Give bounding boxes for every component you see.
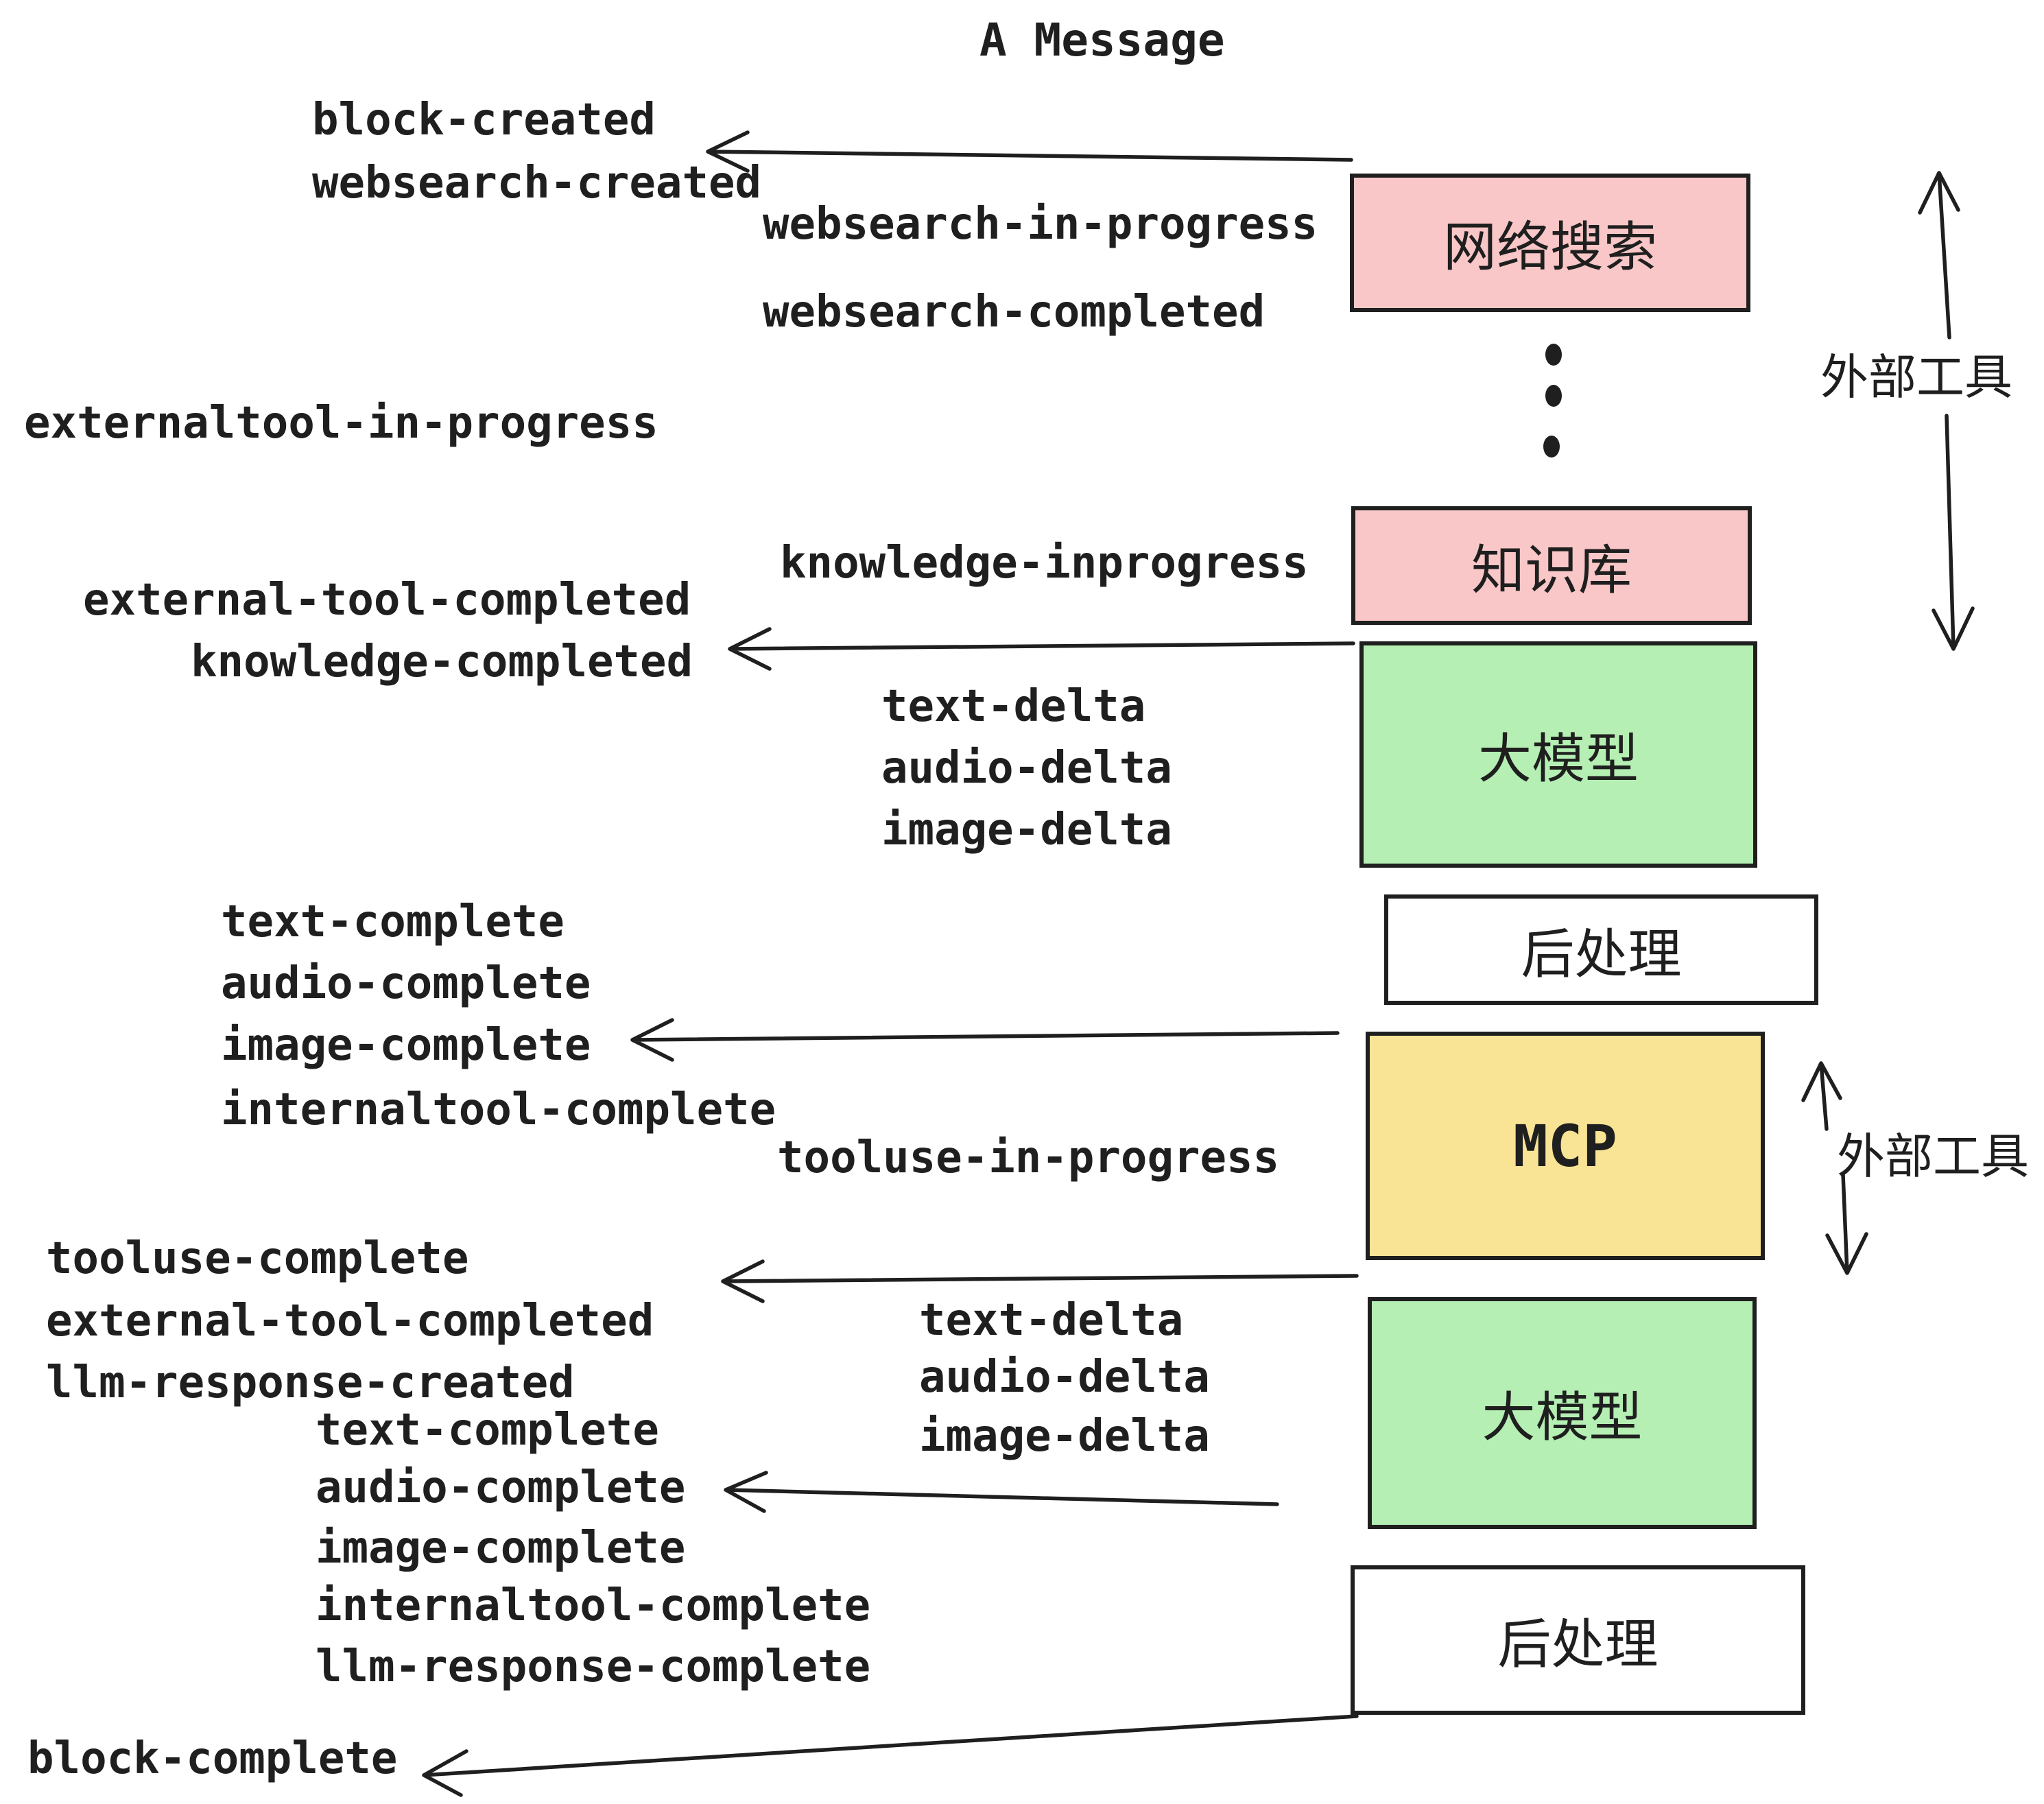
event-label-internaltool-complete-2: internaltool-complete (316, 1580, 871, 1631)
box-llm-bottom: 大模型 (1368, 1297, 1757, 1529)
event-label-image-complete-1: image-complete (221, 1020, 591, 1071)
event-label-externaltool-in-progress: externaltool-in-progress (24, 398, 658, 449)
arrow-to-block-complete (422, 1714, 1359, 1797)
external-tools-up-arrow-bottom (1801, 1061, 1842, 1131)
box-llm-top-label: 大模型 (1477, 728, 1639, 790)
event-label-text-delta-2: text-delta (919, 1295, 1184, 1346)
event-label-audio-delta-2: audio-delta (919, 1352, 1210, 1403)
box-postprocess-bottom-label: 后处理 (1497, 1614, 1659, 1676)
arrow-to-image-complete (630, 1018, 1340, 1062)
event-label-external-tool-completed-2: external-tool-completed (46, 1296, 654, 1346)
ellipsis-dot-1 (1545, 344, 1562, 366)
arrow-to-audio-complete (724, 1471, 1279, 1513)
event-label-text-complete-1: text-complete (221, 897, 565, 947)
box-mcp-label: MCP (1513, 1112, 1617, 1180)
ellipsis-dot-2 (1545, 385, 1562, 407)
box-websearch: 网络搜索 (1350, 174, 1750, 312)
arrow-to-websearch-created (706, 130, 1353, 173)
external-tools-down-arrow-top (1932, 414, 1975, 651)
event-label-knowledge-completed: knowledge-completed (191, 637, 693, 687)
event-label-websearch-created: websearch-created (312, 158, 762, 209)
side-label-external-tools-top: 外部工具 (1820, 349, 2012, 405)
event-label-external-tool-completed-1: external-tool-completed (83, 575, 691, 626)
diagram-title: A Message (979, 14, 1225, 67)
event-label-block-created: block-created (312, 95, 656, 145)
event-label-image-delta-2: image-delta (919, 1411, 1210, 1462)
event-label-audio-delta-1: audio-delta (881, 743, 1172, 794)
external-tools-down-arrow-bottom (1825, 1172, 1868, 1275)
event-label-image-delta-1: image-delta (881, 805, 1172, 855)
box-mcp: MCP (1366, 1032, 1765, 1260)
event-label-llm-response-created: llm-response-created (46, 1357, 575, 1408)
event-label-audio-complete-1: audio-complete (221, 958, 591, 1009)
event-label-websearch-in-progress: websearch-in-progress (763, 199, 1318, 250)
event-label-websearch-completed: websearch-completed (763, 287, 1265, 337)
event-label-tooluse-complete: tooluse-complete (46, 1233, 469, 1284)
side-label-external-tools-bottom: 外部工具 (1837, 1128, 2029, 1185)
box-llm-top: 大模型 (1359, 641, 1757, 868)
event-label-image-complete-2: image-complete (316, 1523, 686, 1574)
event-label-internaltool-complete-1: internaltool-complete (221, 1084, 776, 1135)
box-postprocess-top: 后处理 (1384, 894, 1818, 1005)
box-knowledge-label: 知识库 (1471, 539, 1632, 602)
event-label-audio-complete-2: audio-complete (316, 1462, 686, 1513)
event-label-text-complete-2: text-complete (316, 1405, 659, 1456)
event-label-llm-response-complete: llm-response-complete (316, 1641, 871, 1692)
box-postprocess-top-label: 后处理 (1521, 923, 1682, 986)
box-websearch-label: 网络搜索 (1442, 217, 1657, 278)
box-llm-bottom-label: 大模型 (1482, 1387, 1643, 1449)
ellipsis-dot-3 (1543, 436, 1560, 458)
arrow-to-tooluse-complete (721, 1259, 1359, 1303)
box-postprocess-bottom: 后处理 (1351, 1565, 1805, 1715)
box-knowledge: 知识库 (1351, 506, 1752, 625)
event-label-tooluse-in-progress: tooluse-in-progress (777, 1132, 1280, 1183)
event-label-text-delta-1: text-delta (881, 681, 1146, 732)
event-label-knowledge-inprogress: knowledge-inprogress (780, 538, 1309, 589)
event-label-block-complete: block-complete (27, 1733, 398, 1784)
arrow-to-knowledge-completed (728, 627, 1355, 671)
external-tools-up-arrow-top (1918, 171, 1960, 340)
